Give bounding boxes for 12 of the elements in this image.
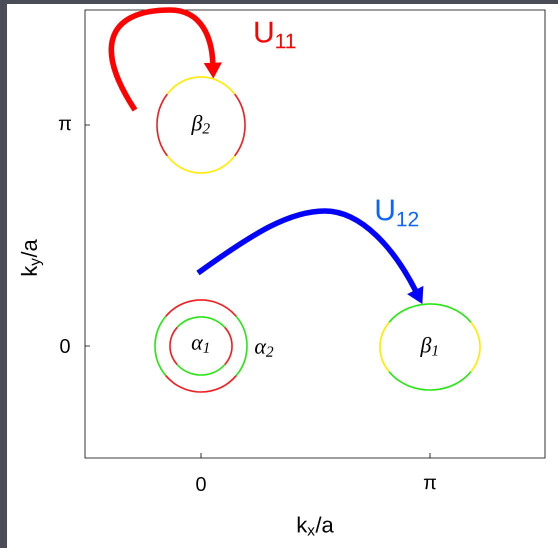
tick-label: 0 xyxy=(60,338,70,354)
tick-label: 0 xyxy=(196,476,206,492)
pocket-contour: β$_{1}$ xyxy=(379,303,481,391)
tick-label: π xyxy=(58,120,71,130)
edge-label: U$_{11}$ xyxy=(252,20,298,50)
pocket-contour: β$_{2}$ xyxy=(156,76,246,174)
axis-label: k$_{y}$/a xyxy=(20,239,44,276)
arrow xyxy=(108,7,222,112)
pocket-contour: α$_{1}$ xyxy=(169,316,233,376)
tick-label: π xyxy=(424,478,436,490)
axis-label: k$_{x}$/a xyxy=(298,516,334,536)
edge-label: U$_{12}$ xyxy=(373,198,421,228)
